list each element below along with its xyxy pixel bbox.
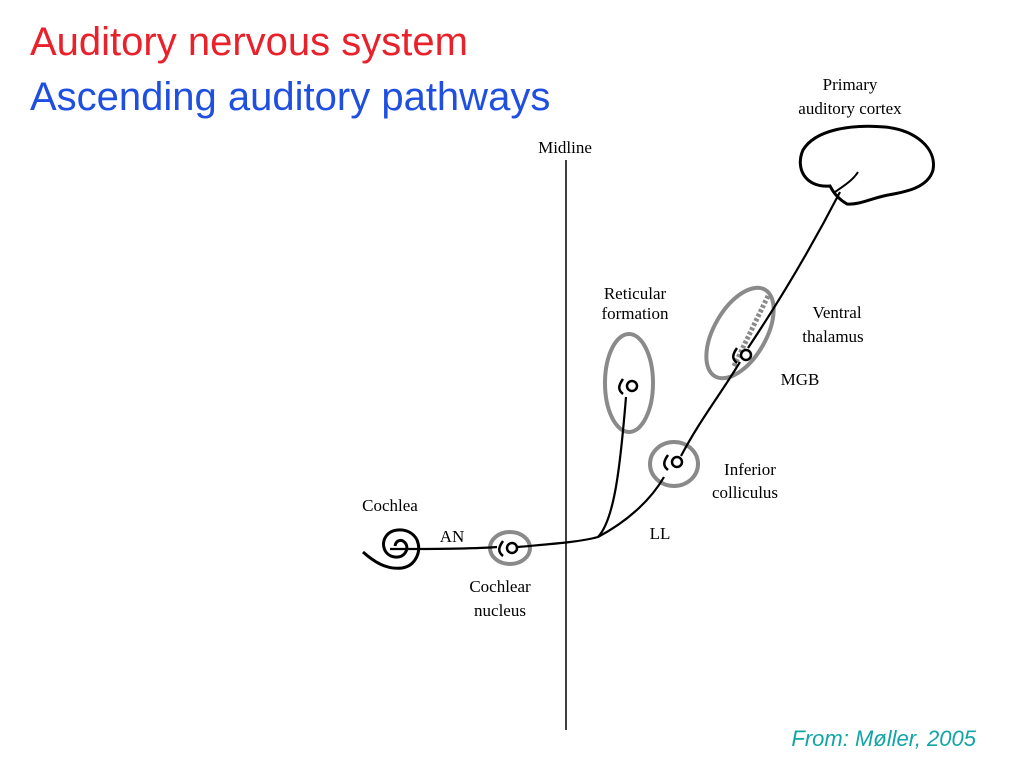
reticular-formation-outline <box>603 332 655 434</box>
ventral-thalamus-outline <box>704 285 776 381</box>
midline-label: Midline <box>538 138 592 157</box>
cortex-outline <box>798 124 935 206</box>
cochlear-nucleus-label-line-1: Cochlear <box>469 577 531 596</box>
primary-cortex-label-line-1: Primary <box>822 75 878 94</box>
reticular-synapse <box>618 378 639 395</box>
ventral-thalamus-label-line-1: Ventral <box>812 303 862 322</box>
ventral-thalamus-label-line-2: thalamus <box>802 327 864 346</box>
an-label: AN <box>439 527 465 546</box>
pathway-ic-to-mgb <box>680 361 741 457</box>
thalamus-dashed-stripe <box>730 294 771 370</box>
cochlear-nucleus-synapse <box>498 540 519 557</box>
auditory-nerve-path <box>389 545 498 551</box>
source-citation: From: Møller, 2005 <box>791 726 976 751</box>
primary-cortex-label-line-2: auditory cortex <box>798 99 902 118</box>
inferior-colliculus-label-line-1: Inferior <box>724 460 776 479</box>
cortex-inner-fold <box>834 171 859 193</box>
reticular-formation-label-line-2: formation <box>601 304 669 323</box>
reticular-formation-label-line-1: Reticular <box>603 284 667 303</box>
ll-label: LL <box>649 524 671 543</box>
inferior-colliculus-outline <box>648 440 700 488</box>
cochlear-nucleus-label-line-2: nucleus <box>474 601 526 620</box>
inferior-colliculus-label-line-2: colliculus <box>711 483 779 502</box>
mgb-synapse <box>732 347 753 364</box>
pathway-mgb-to-cortex <box>747 191 841 349</box>
title-line-2: Ascending auditory pathways <box>30 75 551 119</box>
pathway-to-reticular <box>597 396 628 538</box>
cochlea-label: Cochlea <box>362 496 418 515</box>
mgb-label: MGB <box>780 370 820 389</box>
title-line-1: Auditory nervous system <box>30 20 468 64</box>
cochlea-spiral <box>362 528 421 570</box>
inferior-colliculus-synapse <box>663 454 684 471</box>
